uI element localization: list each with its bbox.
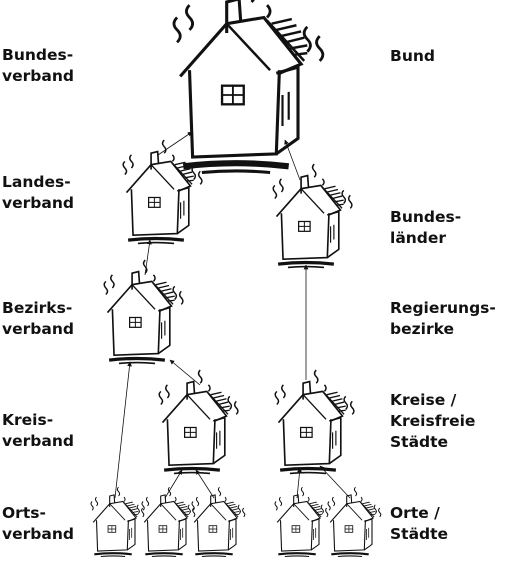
house-kreise-icon <box>273 368 356 476</box>
label-bund: Bund <box>390 47 435 65</box>
connector-arrows <box>114 131 351 499</box>
house-orte-1-icon <box>273 486 329 558</box>
house-bundesverband-icon <box>174 0 323 173</box>
arrow-orts2-to-kreis <box>164 469 183 499</box>
label-bezirksverband: Bezirks- verband <box>2 299 74 338</box>
arrow-orte2-to-kreise <box>319 465 351 499</box>
house-ortsverband-3-icon <box>190 486 246 558</box>
label-kreisverband: Kreis- verband <box>2 411 74 450</box>
label-bundesverband: Bundes- verband <box>2 46 74 85</box>
house-ortsverband-2-icon <box>140 486 196 558</box>
arrow-bezirks-to-landes <box>144 239 152 276</box>
house-kreisverband-icon <box>157 368 240 476</box>
arrow-landes-to-bundes <box>157 131 193 156</box>
label-bundeslaender: Bundes- länder <box>390 208 462 247</box>
arrow-orts3-to-kreis <box>195 469 215 499</box>
house-orte-2-icon <box>326 486 382 558</box>
label-ortsverband: Orts- verband <box>2 504 74 543</box>
label-regierungsbezirke: Regierungs- bezirke <box>390 299 496 338</box>
label-kreise: Kreise / Kreisfreie Städte <box>390 391 476 451</box>
label-orte: Orte / Städte <box>390 504 449 543</box>
arrow-orts1-to-bezirks <box>114 361 132 499</box>
house-bundeslaender-icon <box>271 162 354 270</box>
house-landesverband-icon <box>121 138 204 246</box>
house-bezirksverband-icon <box>102 258 185 366</box>
arrow-kreis-to-bezirks <box>169 359 201 386</box>
house-ortsverband-1-icon <box>89 486 145 558</box>
label-landesverband: Landes- verband <box>2 173 74 212</box>
